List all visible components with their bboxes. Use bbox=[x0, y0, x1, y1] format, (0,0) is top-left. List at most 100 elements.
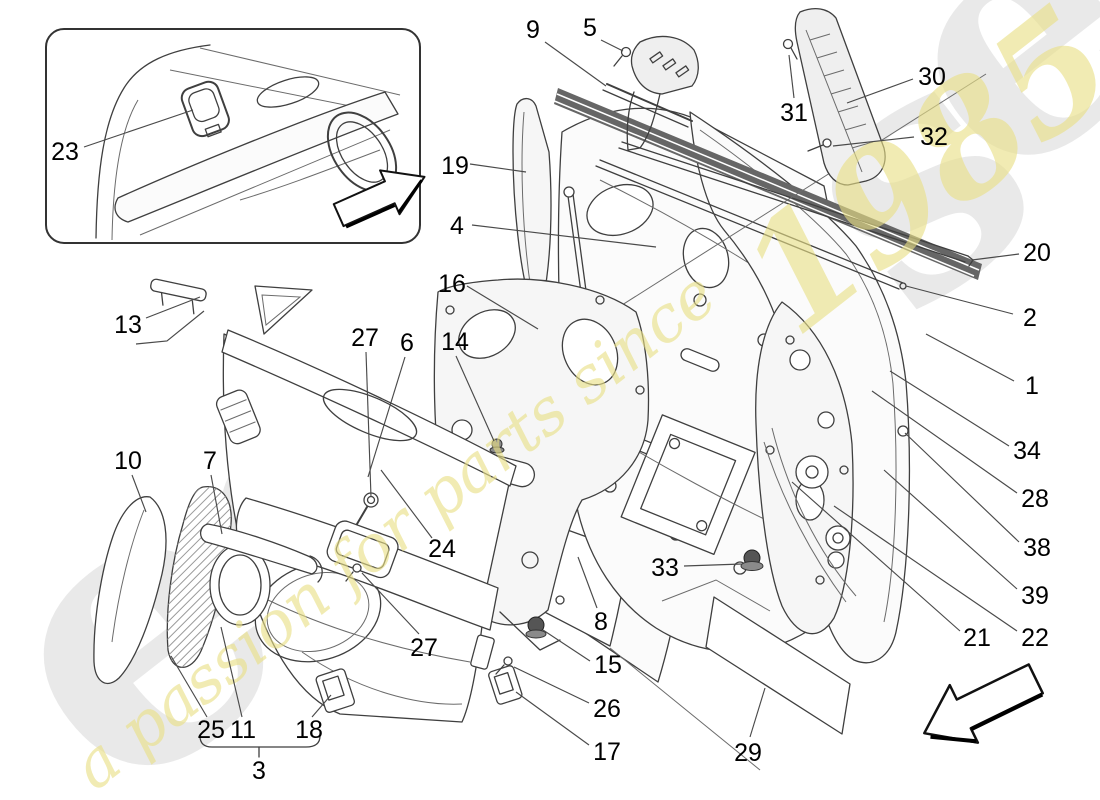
leader-27a bbox=[365, 351, 372, 498]
bent-leader-13 bbox=[135, 310, 205, 345]
callout-22: 22 bbox=[1021, 624, 1049, 652]
callout-21: 21 bbox=[963, 624, 991, 652]
inset-armrest bbox=[114, 91, 399, 223]
callout-38: 38 bbox=[1023, 534, 1051, 562]
leader-22 bbox=[833, 505, 1018, 632]
door-pull-recess bbox=[322, 388, 418, 442]
inset-arrow bbox=[332, 169, 426, 229]
leader-19 bbox=[469, 163, 527, 173]
leader-6 bbox=[367, 356, 406, 478]
leader-15 bbox=[542, 629, 591, 662]
upper-moulding-6 bbox=[221, 329, 517, 487]
escutcheon-10 bbox=[93, 496, 167, 684]
leader-34 bbox=[889, 370, 1010, 447]
callout-25: 25 bbox=[197, 716, 225, 744]
callout-33: 33 bbox=[651, 554, 679, 582]
callout-10: 10 bbox=[114, 447, 142, 475]
leader-10 bbox=[131, 474, 147, 513]
callout-27a: 27 bbox=[351, 324, 379, 352]
leader-39 bbox=[883, 469, 1018, 590]
callout-6: 6 bbox=[400, 329, 414, 357]
callout-19: 19 bbox=[441, 152, 469, 180]
cable-pulley bbox=[795, 455, 829, 489]
strip-13 bbox=[150, 278, 207, 315]
screw-32 bbox=[822, 138, 832, 148]
pillar-trims bbox=[512, 7, 886, 303]
leader-33 bbox=[683, 563, 743, 567]
sheet-edge-line bbox=[609, 647, 761, 771]
inset-handle bbox=[256, 76, 320, 108]
callout-14: 14 bbox=[441, 328, 469, 356]
callout-3: 3 bbox=[252, 757, 266, 785]
leader-1 bbox=[925, 333, 1015, 382]
callout-7: 7 bbox=[203, 447, 217, 475]
callout-32: 32 bbox=[920, 123, 948, 151]
small-fasteners bbox=[345, 38, 832, 675]
callout-20: 20 bbox=[1023, 239, 1051, 267]
door-shell bbox=[689, 111, 911, 664]
door-pull-handle-7 bbox=[199, 523, 318, 575]
regulator-cable bbox=[763, 441, 847, 603]
callout-4: 4 bbox=[450, 212, 464, 240]
leader-24 bbox=[380, 469, 433, 539]
callout-15: 15 bbox=[594, 651, 622, 679]
leader-30 bbox=[846, 78, 914, 104]
leader-4 bbox=[471, 224, 657, 248]
leader-18 bbox=[311, 694, 332, 718]
leader-13 bbox=[145, 296, 201, 319]
leader-21 bbox=[791, 481, 961, 632]
callout-18: 18 bbox=[295, 716, 323, 744]
callout-27b: 27 bbox=[410, 634, 438, 662]
panel-29 bbox=[661, 579, 851, 735]
leader-9 bbox=[544, 41, 607, 87]
callout-16: 16 bbox=[438, 270, 466, 298]
leader-8 bbox=[577, 556, 598, 609]
leader-26 bbox=[513, 666, 590, 704]
inset-panel bbox=[45, 28, 426, 244]
leader-29 bbox=[749, 687, 766, 738]
group-bracket: 3 bbox=[199, 735, 321, 785]
callout-24: 24 bbox=[428, 535, 456, 563]
leader-14 bbox=[455, 355, 495, 442]
inset-cup-23 bbox=[180, 80, 230, 138]
screw-31 bbox=[782, 38, 794, 50]
leader-16 bbox=[466, 285, 539, 330]
weatherstrip-20 bbox=[621, 141, 969, 257]
regulator-cable bbox=[771, 427, 857, 597]
regulator-bracket bbox=[620, 414, 756, 556]
insulation-panel-29 bbox=[705, 596, 851, 735]
callout-8: 8 bbox=[594, 608, 608, 636]
cable-pulley bbox=[825, 525, 851, 551]
leader-32 bbox=[832, 136, 915, 147]
leader-38 bbox=[904, 432, 1020, 543]
screw-27 bbox=[352, 563, 362, 573]
callout-5: 5 bbox=[583, 14, 597, 42]
callout-29: 29 bbox=[734, 739, 762, 767]
leader-11 bbox=[220, 626, 243, 718]
callout-34: 34 bbox=[1013, 437, 1041, 465]
leader-23 bbox=[83, 109, 194, 148]
callout-13: 13 bbox=[114, 311, 142, 339]
direction-arrow bbox=[923, 663, 1044, 744]
weatherstrip-2 bbox=[599, 159, 904, 284]
callout-26: 26 bbox=[593, 695, 621, 723]
screw-5 bbox=[620, 46, 632, 58]
leader-27b bbox=[361, 572, 420, 635]
callout-31: 31 bbox=[780, 99, 808, 127]
callout-9: 9 bbox=[526, 16, 540, 44]
screw-26 bbox=[503, 656, 513, 666]
door-trim-panel-group bbox=[93, 278, 523, 723]
callout-2: 2 bbox=[1023, 304, 1037, 332]
callout-17: 17 bbox=[593, 738, 621, 766]
leader-7 bbox=[210, 474, 223, 535]
leader-5 bbox=[600, 39, 624, 52]
callout-30: 30 bbox=[918, 63, 946, 91]
leader-2 bbox=[905, 285, 1014, 315]
vent-grille bbox=[215, 389, 261, 445]
strip-9 bbox=[606, 83, 693, 122]
courtesy-lamp-17 bbox=[488, 665, 523, 705]
callout-23: 23 bbox=[51, 138, 79, 166]
leader-31 bbox=[788, 54, 795, 99]
